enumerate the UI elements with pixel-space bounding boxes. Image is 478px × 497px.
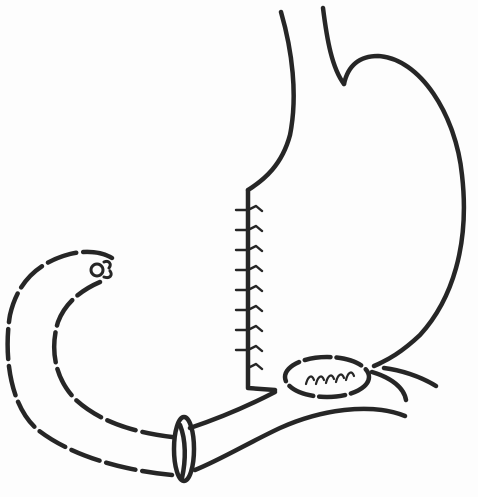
canvas-background: [0, 0, 478, 497]
gastric-bypass-line-drawing: [0, 0, 478, 497]
